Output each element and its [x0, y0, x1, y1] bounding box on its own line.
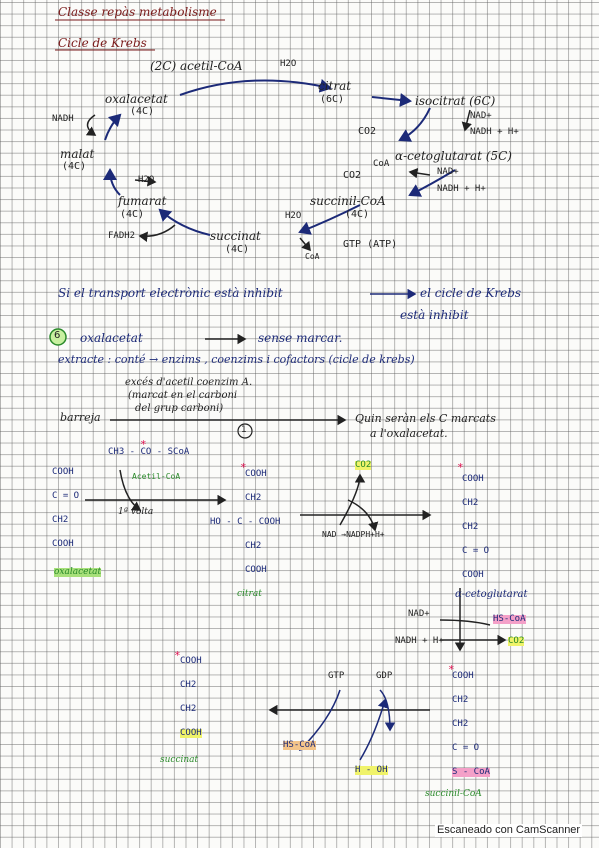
nadh-label: NADH + H+: [437, 184, 486, 194]
succinat-label: succinat: [210, 229, 261, 243]
scanner-watermark: Escaneado con CamScanner: [435, 824, 583, 837]
oxalacetat-carbons: (4C): [130, 106, 155, 117]
circled-number: 1: [241, 425, 247, 435]
note-text: Si el transport electrònic està inhibit: [58, 286, 283, 300]
cetoglutarat-tag: α-cetoglutarat: [455, 589, 528, 600]
hscoa-tag: HS-CoA: [283, 740, 316, 750]
co2-label: CO2: [343, 170, 362, 181]
co2-tag: CO2: [508, 636, 525, 646]
note-text: oxalacetat: [80, 331, 143, 345]
citrat-label: citrat: [318, 79, 352, 93]
star-mark: *: [457, 461, 464, 474]
succinil-coa-carbons: (4C): [345, 209, 370, 220]
star-mark: *: [448, 663, 455, 676]
co2-label: CO2: [358, 126, 377, 137]
citrat-tag: citrat: [237, 589, 262, 599]
fumarat-label: fumarat: [118, 194, 167, 208]
h2o-label: H2O: [280, 59, 297, 69]
page-title: Classe repàs metabolisme: [58, 5, 217, 19]
note-text: Quin seràn els C marcats: [355, 412, 496, 425]
star-mark: *: [140, 438, 147, 451]
gdp-label: GDP: [376, 671, 393, 681]
nad-nadph-label: NAD →NADPH+H+: [322, 530, 385, 539]
nadh-label: NADH: [52, 114, 74, 124]
nadh-label: NADH + H+: [395, 636, 444, 646]
malat-carbons: (4C): [62, 161, 87, 172]
oxalacetat-tag: oxalacetat: [54, 567, 102, 577]
note-text: excés d'acetil coenzim A.: [125, 377, 253, 388]
note-text: extracte : conté → enzims , coenzims i c…: [58, 353, 415, 366]
h2o-label: H2O: [285, 211, 302, 221]
coa-label: CoA: [373, 159, 390, 169]
note-text: barreja: [60, 411, 101, 424]
question-number: 6: [54, 330, 61, 341]
cetoglutarat-label: α-cetoglutarat (5C): [395, 149, 512, 163]
acetyl-coa-structure: CH3 - CO - SCoA: [108, 447, 190, 457]
fumarat-carbons: (4C): [120, 209, 145, 220]
oxalacetat-label: oxalacetat: [105, 92, 168, 106]
star-mark: *: [174, 649, 181, 662]
note-text: està inhibit: [400, 308, 469, 322]
acetil-coa-tag: Acetil-CoA: [132, 472, 181, 481]
nadh-label: NADH + H+: [470, 127, 519, 137]
note-text: el cicle de Krebs: [420, 286, 522, 300]
note-text: sense marcar.: [258, 331, 343, 345]
star-mark: *: [240, 461, 247, 474]
fadh2-label: FADH2: [108, 231, 136, 241]
succinil-coa-label: succinil-CoA: [310, 194, 386, 208]
note-text: (marcat en el carboni: [128, 390, 238, 401]
co2-tag: CO2: [355, 460, 372, 470]
section-title: Cicle de Krebs: [58, 36, 147, 50]
succinat-tag: succinat: [160, 755, 199, 765]
volta-label: 1ª volta: [118, 507, 154, 517]
isocitrat-label: isocitrat (6C): [415, 94, 496, 108]
h-oh-tag: H - OH: [355, 765, 388, 775]
acetil-coa-label: (2C) acetil-CoA: [150, 59, 243, 73]
nad-label: NAD+: [437, 167, 459, 177]
nad-label: NAD+: [470, 111, 492, 121]
gtp-label: GTP: [328, 671, 345, 681]
hscoa-tag: HS-CoA: [493, 614, 526, 624]
citrat-carbons: (6C): [320, 94, 345, 105]
nad-label: NAD+: [408, 609, 430, 619]
note-text: a l'oxalacetat.: [370, 427, 448, 440]
note-text: del grup carboni): [135, 403, 224, 414]
succinat-carbons: (4C): [225, 244, 250, 255]
gtp-label: GTP (ATP): [343, 239, 398, 250]
malat-label: malat: [60, 147, 95, 161]
succinil-coa-tag: succinil-CoA: [425, 789, 482, 799]
coa-label: CoA: [305, 252, 320, 261]
h2o-label: H2O: [138, 175, 155, 185]
